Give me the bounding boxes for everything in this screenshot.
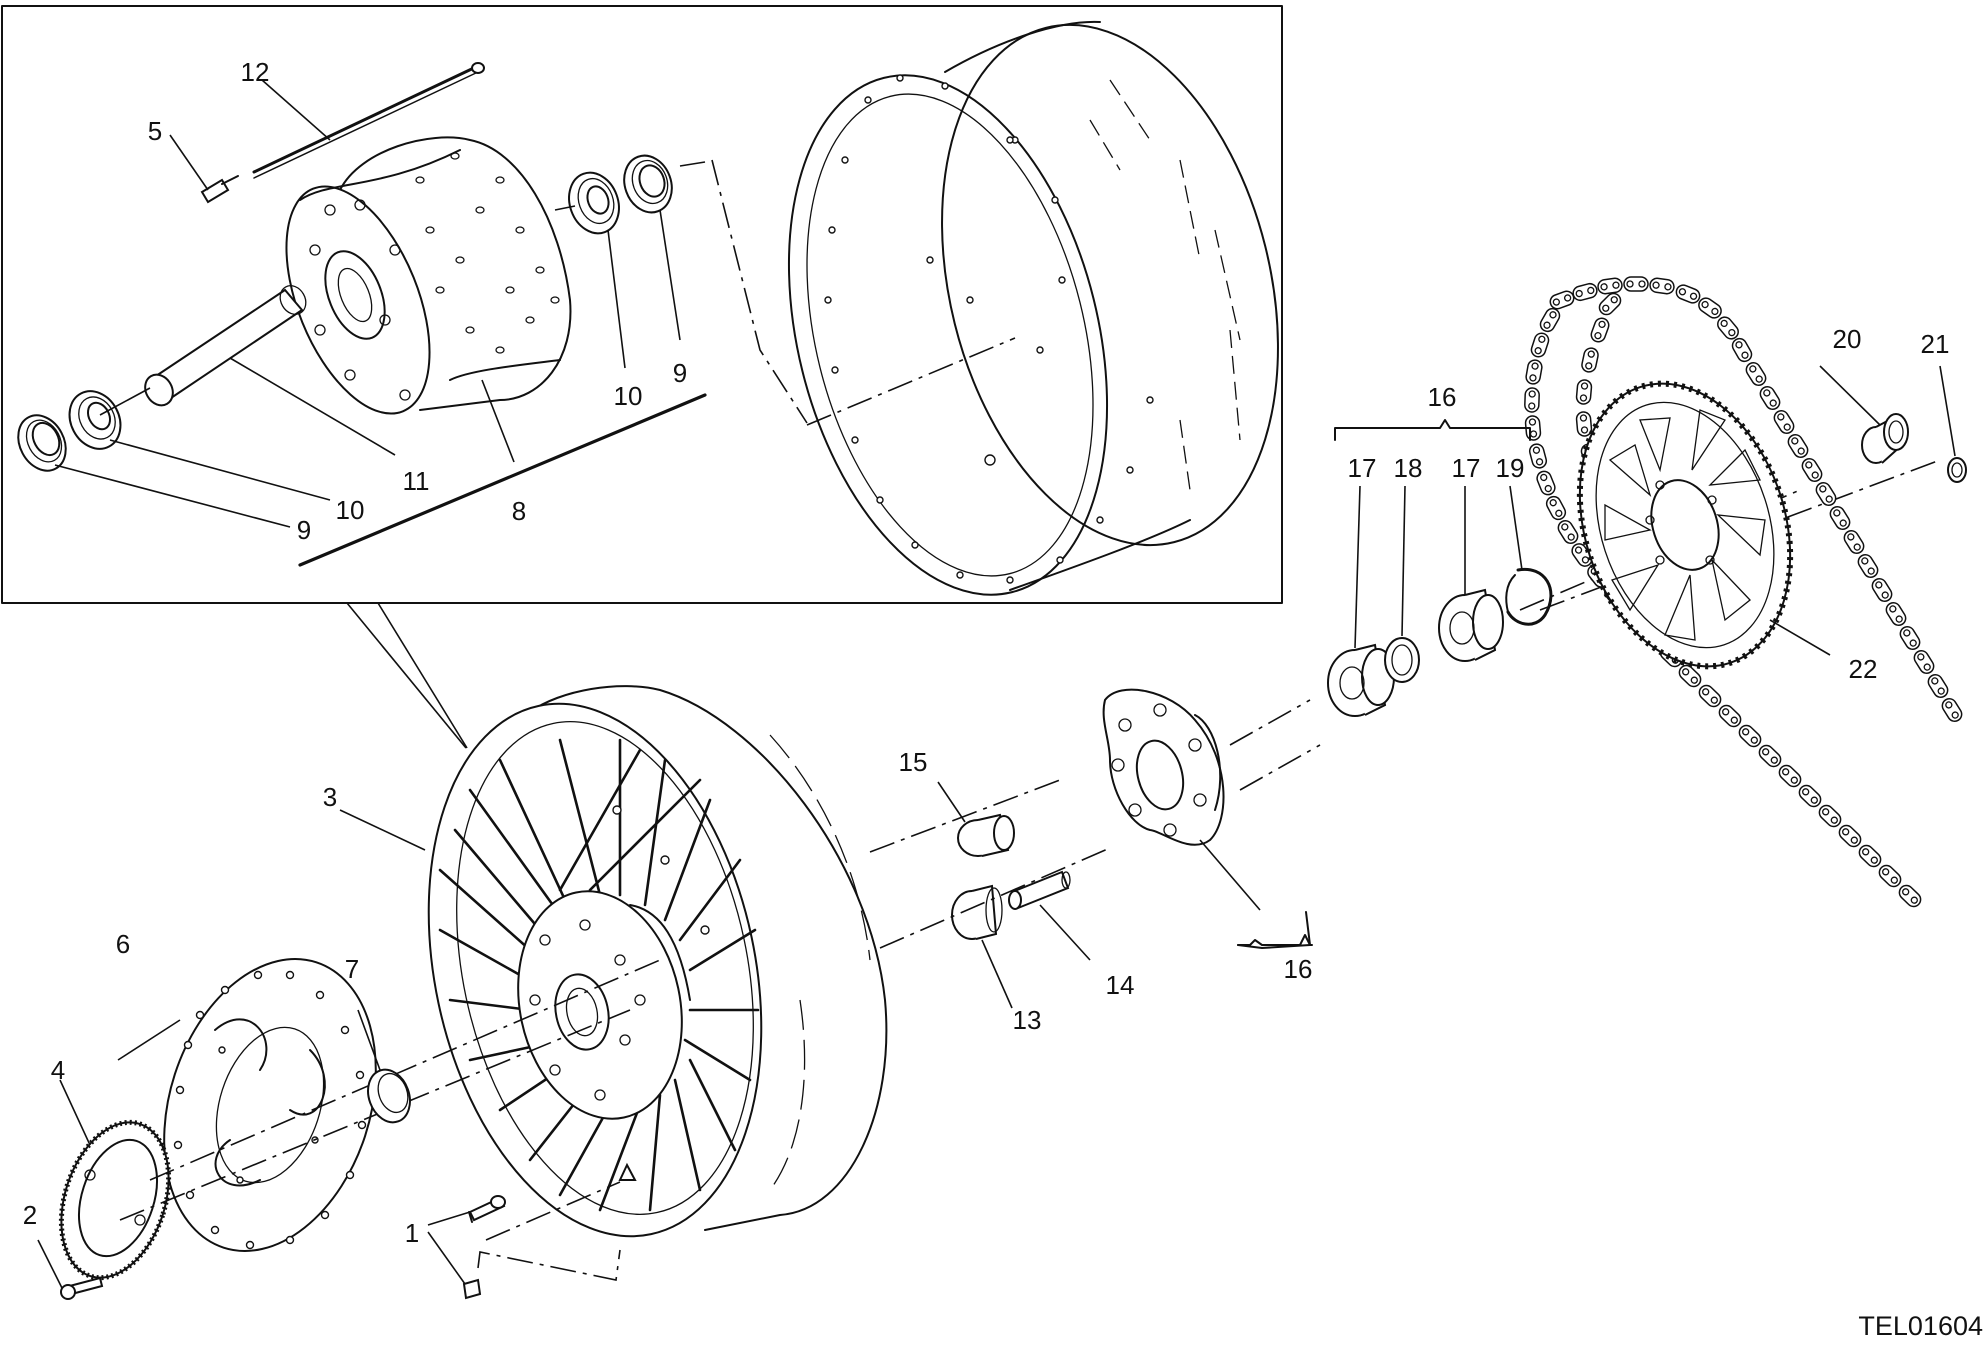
callout-c1: 1 (404, 1218, 420, 1248)
callout-c12: 12 (240, 57, 270, 87)
callout-c20: 20 (1832, 324, 1862, 354)
callout-c22: 22 (1848, 654, 1878, 684)
callout-c19: 19 (1495, 453, 1525, 483)
spoke-rod (252, 62, 485, 179)
right-seal (623, 154, 673, 214)
right-bearing (568, 171, 620, 235)
carrier-bearing-2 (1438, 588, 1504, 662)
spoke-nipple (200, 175, 239, 204)
callout-c14: 14 (1105, 970, 1135, 1000)
callout-c16b: 16 (1283, 954, 1313, 984)
hub-seal (367, 1068, 411, 1124)
drawing-code: TEL01604 (1858, 1311, 1983, 1341)
callout-c10b: 10 (335, 495, 365, 525)
callout-c6: 6 (115, 929, 131, 959)
callout-c17b: 17 (1451, 453, 1481, 483)
brake-disc (163, 958, 377, 1252)
callout-c2: 2 (22, 1200, 38, 1230)
brace-16-top (1334, 419, 1531, 441)
callout-c8: 8 (511, 496, 527, 526)
left-bearing (68, 390, 122, 450)
callout-c9b: 9 (296, 515, 312, 545)
abs-tone-ring (58, 1119, 172, 1281)
callout-c3: 3 (322, 782, 338, 812)
carrier-bearing-1 (1327, 643, 1395, 717)
sprocket-stud (1008, 870, 1071, 910)
cush-bushing-upper (957, 813, 1015, 857)
main-leaders (37, 365, 1956, 1289)
hub-drum (285, 136, 572, 415)
callout-c16a: 16 (1427, 382, 1457, 412)
disc-bolt (60, 1276, 104, 1300)
spacer-ring (1384, 637, 1420, 683)
spoked-wheel (427, 685, 888, 1238)
cush-bushing-lower (951, 884, 1003, 940)
spacer-tube (144, 285, 307, 407)
tire-valve (462, 1162, 637, 1300)
callout-c11: 11 (402, 466, 430, 496)
callout-c13: 13 (1012, 1005, 1042, 1035)
inset-frame (1, 5, 1283, 749)
callout-c10a: 10 (613, 381, 643, 411)
callout-c21: 21 (1920, 329, 1950, 359)
callout-c17a: 17 (1347, 453, 1377, 483)
rear-sprocket (1576, 380, 1794, 670)
callout-c7: 7 (344, 954, 360, 984)
callout-c4: 4 (50, 1055, 66, 1085)
sprocket-carrier (1102, 688, 1225, 846)
inset-leaders (54, 79, 681, 528)
circlip (1505, 567, 1553, 626)
sprocket-spacer (1861, 413, 1909, 464)
sprocket-nut (1947, 457, 1967, 483)
bracket-8 (298, 393, 707, 567)
left-seal (17, 414, 67, 472)
callout-c5: 5 (147, 116, 163, 146)
callout-c9a: 9 (672, 358, 688, 388)
bare-rim (787, 20, 1279, 596)
callout-c18: 18 (1393, 453, 1423, 483)
callout-c15: 15 (898, 747, 928, 777)
brace-16-bottom (1237, 934, 1313, 946)
